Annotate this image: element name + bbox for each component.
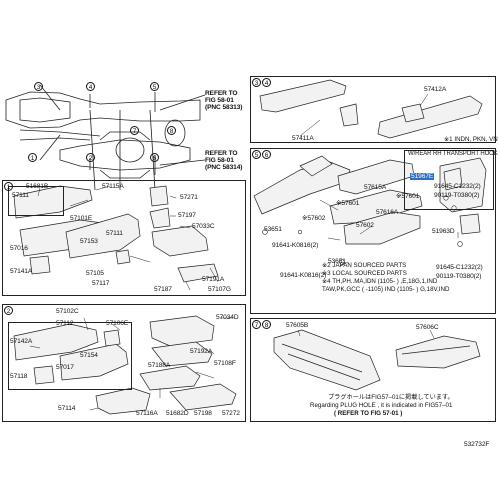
part-label[interactable]: 53651 [264,226,282,233]
section-marker-1: 1 [4,182,13,191]
part-label[interactable]: 57616A [376,209,399,216]
part-label[interactable]: 51681B [26,183,49,190]
part-label[interactable]: 91645-C1232(2) [434,183,481,190]
plug-hole-note-jp: プラグホールはFIG57–01に掲載しています。 [328,394,454,401]
part-label[interactable]: 57272 [222,410,240,417]
part-label[interactable]: 57615A [364,184,387,191]
refer-fig-note: ( REFER TO FIG 57-01 ) [334,410,403,417]
part-label[interactable]: 57271 [180,194,198,201]
panel-2 [2,304,246,422]
part-label[interactable]: 57141A [10,268,33,275]
part-label[interactable]: 57117 [92,280,110,287]
figure-code: 532732F [464,441,490,448]
sourcing-note: ※3 LOCAL SOURCED PARTS [322,270,407,277]
part-label[interactable]: 57017 [56,364,74,371]
subbox-panel2-left [8,322,132,390]
part-label[interactable]: ※57601 [396,193,420,200]
overview-marker: 8 [167,126,176,135]
overview-marker: 6 [150,153,159,162]
part-label[interactable]: 57118 [10,373,28,380]
overview-marker: 5 [150,82,159,91]
highlighted-part-label[interactable]: 51967E [410,173,435,180]
part-label[interactable]: 57187 [154,286,172,293]
section-marker-7: 7 [252,320,261,329]
part-label[interactable]: 91641-K0816(2) [280,272,327,279]
part-label[interactable]: 57188A [148,362,171,369]
sourcing-note: ※4 TH,PH..MA,IDN (1105- ) ,E,18G,1,IND [322,278,438,285]
part-label[interactable]: 57116A [136,410,158,417]
part-label[interactable]: 57033C [192,223,215,230]
part-label[interactable]: 91645-C1232(2) [436,264,483,271]
panel-3-4 [250,76,496,143]
part-label[interactable]: 57111 [12,192,29,199]
overview-marker: 2 [86,153,95,162]
panel-5-6 [250,148,496,314]
part-label[interactable]: 57411A [292,135,314,142]
part-label[interactable]: 57016 [10,245,28,252]
transport-hook-title: W/REAR RH TRANSPORT HOOK [408,151,498,157]
part-label[interactable]: ※57601 [336,200,360,207]
part-label[interactable]: 57197 [178,212,196,219]
transport-hook-box [404,150,494,210]
plug-hole-note: Regarding PLUG HOLE , it is indicated in… [310,402,453,409]
section-marker-5: 5 [252,150,261,159]
part-label[interactable]: 57101E [70,215,93,222]
part-label[interactable]: 57153 [80,238,98,245]
subbox-51681b [8,186,64,216]
part-label[interactable]: 57102C [56,308,79,315]
part-label[interactable]: 57154 [80,352,98,359]
part-label[interactable]: 57606C [416,324,439,331]
part-label[interactable]: 57105 [86,270,104,277]
part-label[interactable]: 57605B [286,322,309,329]
section-marker-2: 2 [4,306,13,315]
variant-note: ※1 INDN, PKN, VN [444,136,498,143]
part-label[interactable]: 57192A [190,348,213,355]
part-label[interactable]: 57108F [214,360,236,367]
panel-7-8 [250,318,496,422]
part-label[interactable]: 51963D [432,228,455,235]
part-label[interactable]: ※57602 [302,215,326,222]
section-marker-4: 4 [262,78,271,87]
panel-1 [2,180,246,296]
overview-marker: 7 [130,126,139,135]
overview-marker: 4 [86,82,95,91]
part-label[interactable]: 57106E [106,320,129,327]
part-label[interactable]: 57111 [106,230,123,237]
part-label[interactable]: 57114 [58,405,76,412]
part-label[interactable]: 57191A [202,276,225,283]
sourcing-note: TAW,PK,GCC ( -1105) IND (1105- ) G,18V,I… [322,286,450,293]
part-label[interactable]: 90119-T0380(2) [434,192,480,199]
part-label[interactable]: 90119-T0380(2) [436,273,482,280]
part-label[interactable]: 53651 [328,258,346,265]
part-label[interactable]: 91641-K0816(2) [272,242,319,249]
part-label[interactable]: 57602 [356,222,374,229]
part-label[interactable]: 57107G [208,286,231,293]
part-label[interactable]: 57112 [56,320,74,327]
overview-marker: 3 [34,82,43,91]
section-marker-8: 8 [262,320,271,329]
part-label[interactable]: 57115A [102,183,124,190]
part-label[interactable]: 51682D [166,410,189,417]
part-label[interactable]: 57412A [424,86,447,93]
part-label[interactable]: 57198 [194,410,212,417]
section-marker-3: 3 [252,78,261,87]
section-marker-6: 6 [262,150,271,159]
part-label[interactable]: 57142A [10,338,33,345]
part-label[interactable]: 57034D [216,314,239,321]
sourcing-note: ※2 JAPAN SOURCED PARTS [322,262,407,269]
overview-marker: 1 [28,153,37,162]
